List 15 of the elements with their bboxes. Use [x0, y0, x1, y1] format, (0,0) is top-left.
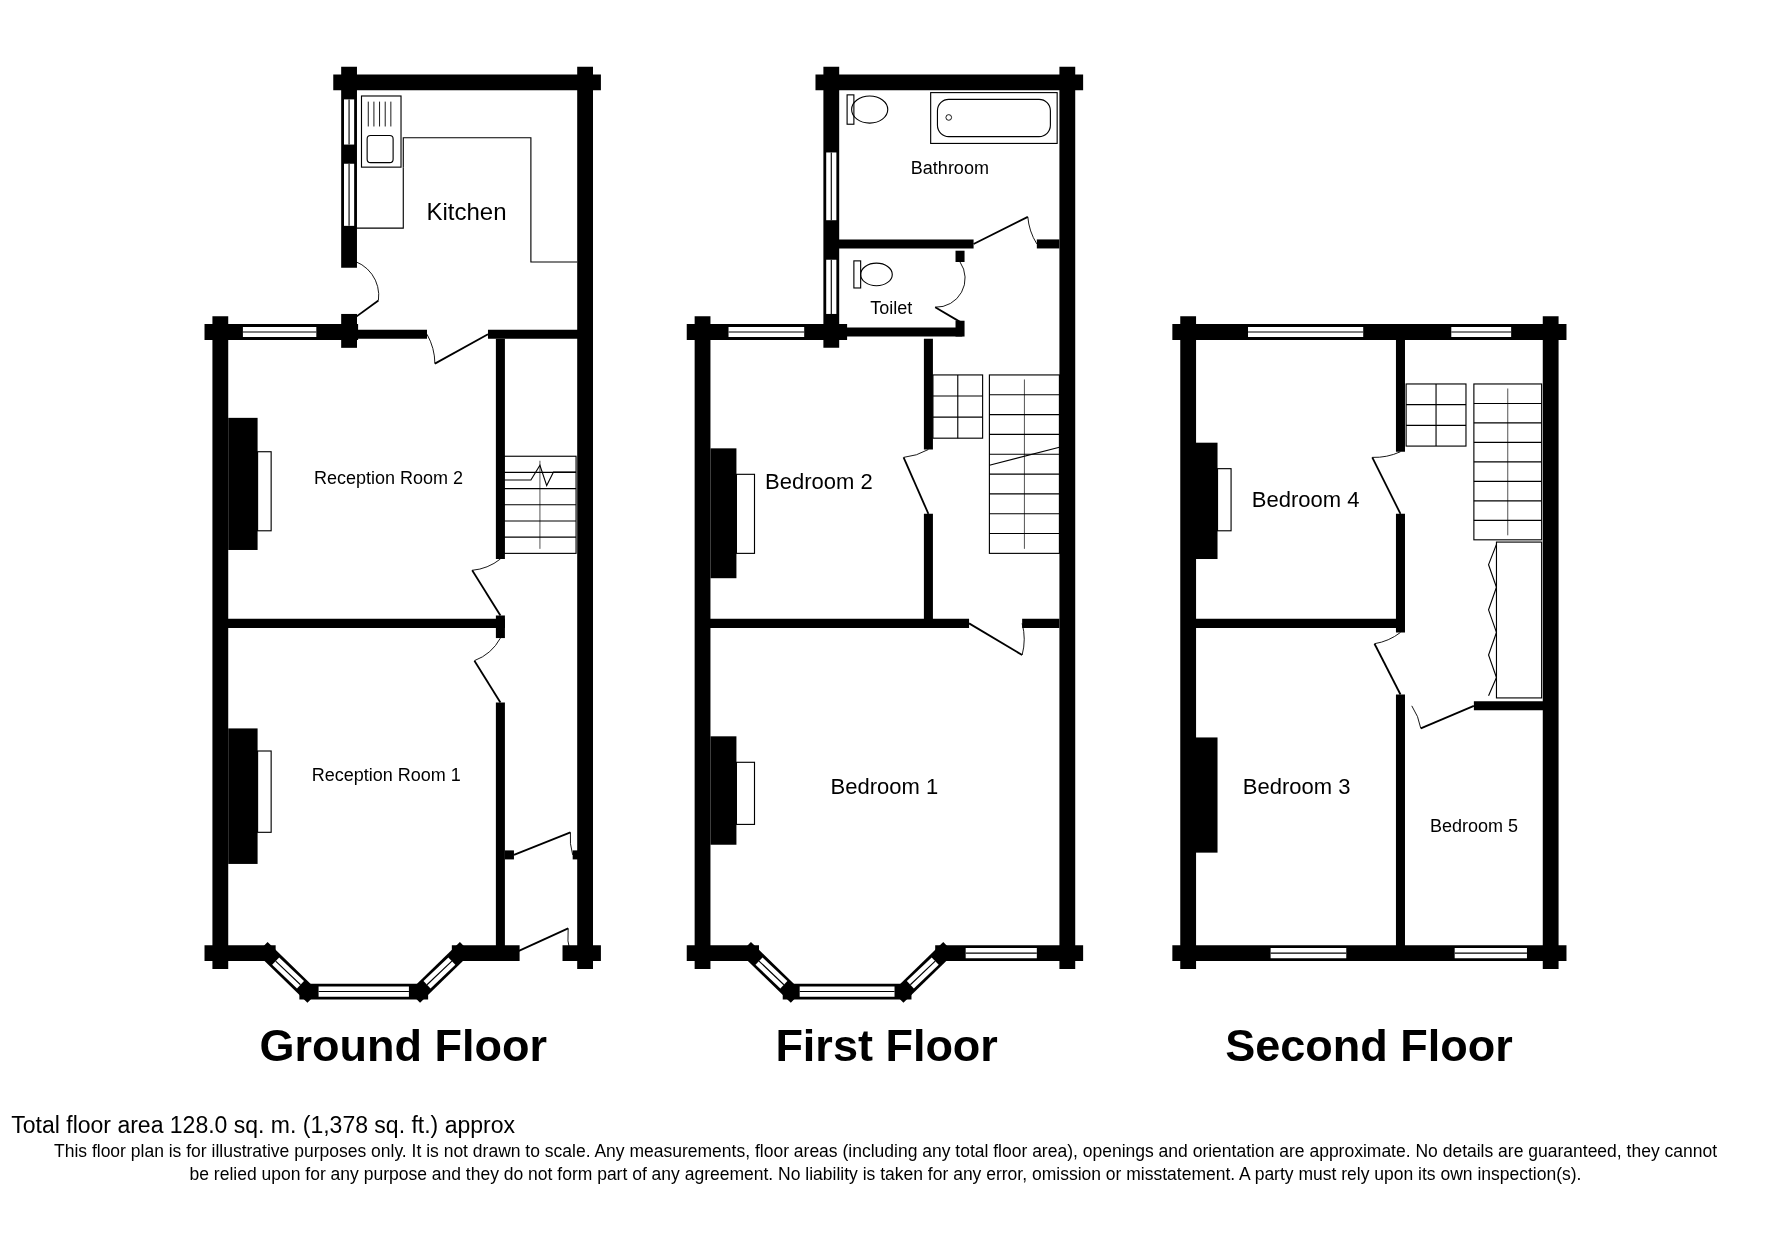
floor-title: Second Floor — [1225, 1019, 1513, 1072]
room-name: Bedroom 2 — [765, 469, 873, 496]
room-name: Kitchen — [426, 198, 507, 227]
room-name: Bedroom 5 — [1429, 815, 1518, 837]
floor-title: Ground Floor — [259, 1019, 547, 1072]
room-name: Bedroom 3 — [1242, 774, 1351, 801]
room-name: Bedroom 1 — [830, 774, 939, 801]
room-name: Reception Room 2 — [314, 467, 464, 489]
disclaimer-text: This floor plan is for illustrative purposes only. It is not drawn to scale. Any measurements, floor areas (including any total floor area), openings and orientation are approximate. No details are guaranteed, they cannot be relied upon for any purpose and they do not form part of any agreement. No liability is taken for any error, omission or misstatement. A party must rely upon its own inspection(s). — [52, 1140, 1719, 1186]
floor-area-text: Total floor area 128.0 sq. m. (1,378 sq. ft.) approx — [11, 1112, 515, 1140]
room-name: Bathroom — [910, 157, 989, 179]
room-name: Toilet — [870, 297, 913, 319]
room-name: Reception Room 1 — [311, 764, 461, 786]
room-name: Bedroom 4 — [1251, 487, 1360, 514]
floor-title: First Floor — [775, 1019, 998, 1072]
